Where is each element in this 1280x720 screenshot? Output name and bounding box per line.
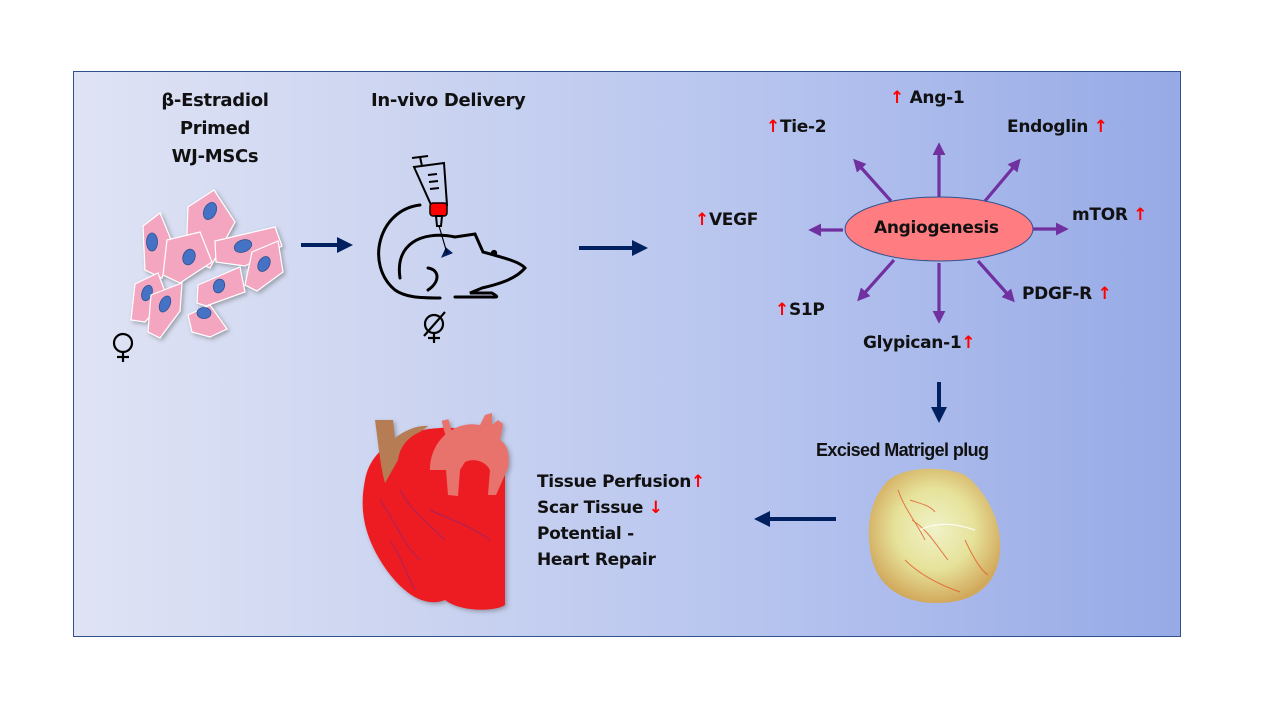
outcome-line-heart-repair: Heart Repair — [537, 550, 656, 570]
outcome-line-text: Tissue Perfusion — [537, 472, 692, 492]
marker-s1p: ↑S1P — [775, 300, 825, 320]
marker-label: Glypican-1 — [863, 333, 962, 353]
up-arrow-icon: ↑ — [1133, 205, 1148, 225]
up-arrow-icon: ↑ — [1097, 284, 1112, 304]
stem-cell — [162, 231, 213, 284]
marker-label: PDGF-R — [1022, 284, 1092, 304]
syringe-icon — [411, 155, 449, 254]
marker-label: Endoglin — [1007, 117, 1089, 137]
stem-cell — [196, 266, 246, 307]
heart-icon — [362, 413, 509, 610]
stem-cell — [147, 282, 183, 339]
stem-cell — [244, 240, 284, 292]
step1-title-line: WJ-MSCs — [171, 146, 259, 167]
radial-arrows — [808, 142, 1069, 324]
outcome-line-scar-tissue: Scar Tissue ↓ — [537, 495, 705, 521]
stem-cell-cluster-icon — [130, 189, 284, 339]
step2-title: In-vivo Delivery — [371, 90, 526, 111]
radial-arrow — [853, 158, 893, 203]
marker-label: VEGF — [708, 210, 759, 230]
marker-pdgf-r: PDGF-R ↑ — [1022, 284, 1112, 304]
up-arrow-icon: ↑ — [961, 333, 976, 353]
up-arrow-icon: ↑ — [1093, 117, 1108, 137]
marker-endoglin: Endoglin ↑ — [1007, 117, 1108, 137]
angiogenesis-node — [844, 196, 1034, 262]
step1-title: β-Estradiol Primed WJ-MSCs — [150, 87, 280, 171]
outcome-line-tissue-perfusion: Tissue Perfusion↑ — [537, 469, 705, 495]
down-arrow-icon: ↓ — [648, 498, 663, 518]
mouse-with-syringe-icon — [377, 203, 527, 300]
step1-title-line: Primed — [179, 118, 251, 139]
up-arrow-icon: ↑ — [766, 117, 780, 137]
marker-label: S1P — [788, 300, 825, 320]
step1-title-line: β-Estradiol — [161, 90, 269, 111]
marker-vegf: ↑VEGF — [695, 210, 758, 230]
matrigel-plug-title: Excised Matrigel plug — [816, 440, 989, 460]
marker-label: Tie-2 — [779, 117, 827, 137]
radial-arrow — [857, 258, 896, 302]
marker-label: mTOR — [1072, 205, 1128, 225]
female-symbol-icon — [112, 332, 134, 362]
marker-label: Ang-1 — [909, 88, 965, 108]
marker-tie-2: ↑Tie-2 — [766, 117, 827, 137]
up-arrow-icon: ↑ — [890, 88, 904, 108]
angiogenesis-label: Angiogenesis — [874, 218, 999, 238]
outcome-line-potential: Potential - — [537, 524, 634, 544]
marker-mtor: mTOR ↑ — [1072, 205, 1148, 225]
outcome-line-text: Scar Tissue — [537, 498, 644, 518]
radial-arrow — [983, 158, 1021, 203]
up-arrow-icon: ↑ — [691, 472, 705, 492]
matrigel-plug-image — [868, 468, 1001, 604]
radial-arrow — [976, 259, 1015, 303]
outcome-text: Tissue Perfusion↑ Scar Tissue ↓ Potentia… — [537, 469, 705, 573]
marker-ang-1: ↑ Ang-1 — [890, 88, 965, 108]
up-arrow-icon: ↑ — [695, 210, 709, 230]
ovariectomized-female-symbol-icon — [423, 311, 446, 343]
stem-cell — [187, 304, 228, 338]
marker-glypican-1: Glypican-1↑ — [863, 333, 976, 353]
up-arrow-icon: ↑ — [775, 300, 789, 320]
